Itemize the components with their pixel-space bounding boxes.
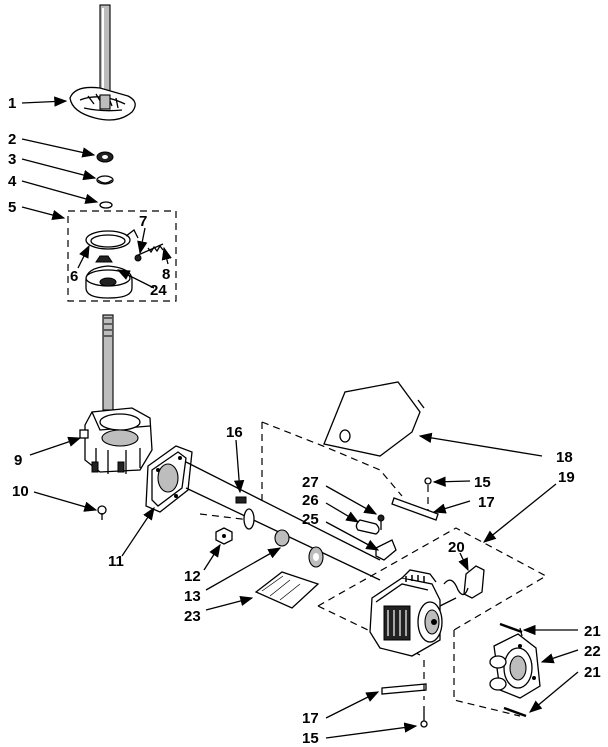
label-22: 22 — [584, 643, 601, 660]
label-17-upper: 17 — [478, 494, 495, 511]
label-11: 11 — [108, 553, 124, 570]
part-11-plate — [145, 445, 193, 513]
leader-lines — [21, 96, 579, 739]
part-7-8-pin-spring — [134, 243, 164, 262]
label-1: 1 — [8, 95, 16, 112]
label-21-lower: 21 — [584, 664, 601, 681]
part-24-hub — [85, 255, 133, 299]
part-1-cam — [69, 86, 136, 121]
part-3-ring — [96, 175, 114, 185]
label-7: 7 — [139, 213, 147, 230]
part-2-washer — [96, 151, 114, 163]
label-21-upper: 21 — [584, 623, 601, 640]
label-6: 6 — [70, 268, 78, 285]
label-18: 18 — [556, 449, 573, 466]
label-13: 13 — [184, 588, 201, 605]
part-20-switch — [443, 565, 485, 599]
callout-labels: 1 2 3 4 5 6 7 8 24 9 10 11 12 13 23 16 1… — [8, 95, 601, 747]
label-15-upper: 15 — [474, 474, 491, 491]
part-27-screw — [377, 514, 385, 530]
label-20: 20 — [448, 539, 465, 556]
label-25: 25 — [302, 511, 319, 528]
part-26-capacitor — [355, 519, 380, 535]
part-16-clip — [235, 496, 247, 504]
part-23-pad — [254, 571, 320, 609]
label-27: 27 — [302, 474, 319, 491]
part-9-gearcase — [79, 407, 153, 474]
part-6-clutch-ring — [85, 229, 139, 250]
label-24: 24 — [150, 282, 167, 299]
label-12: 12 — [184, 568, 201, 585]
part-10-bolt — [97, 505, 107, 520]
part-25-bracket — [375, 539, 397, 561]
part-19-motor-box — [317, 527, 548, 631]
label-15-lower: 15 — [302, 730, 319, 747]
part-13-coupler — [243, 508, 324, 568]
motor — [369, 569, 457, 657]
label-3: 3 — [8, 151, 16, 168]
part-17-strap-upper — [391, 497, 439, 521]
label-26: 26 — [302, 492, 319, 509]
drive-shaft — [99, 4, 111, 101]
label-23: 23 — [184, 608, 201, 625]
part-15-screw-lower — [420, 660, 428, 728]
part-18-guard — [323, 381, 425, 457]
label-2: 2 — [8, 131, 16, 148]
label-5: 5 — [8, 199, 16, 216]
part-22-pump — [489, 633, 541, 699]
part-17-strap-lower — [381, 683, 427, 695]
part-5-assembly-box — [67, 210, 177, 302]
label-19: 19 — [558, 469, 575, 486]
agitate-shaft — [102, 314, 114, 411]
part-4-ring — [99, 201, 113, 209]
label-4: 4 — [8, 173, 17, 190]
label-8: 8 — [162, 266, 170, 283]
part-21-clip-upper — [499, 622, 523, 637]
label-16: 16 — [226, 424, 243, 441]
label-10: 10 — [12, 483, 29, 500]
part-12-nut — [215, 527, 233, 545]
label-9: 9 — [14, 452, 22, 469]
label-17-lower: 17 — [302, 710, 319, 727]
part-21-clip-lower — [503, 706, 527, 718]
